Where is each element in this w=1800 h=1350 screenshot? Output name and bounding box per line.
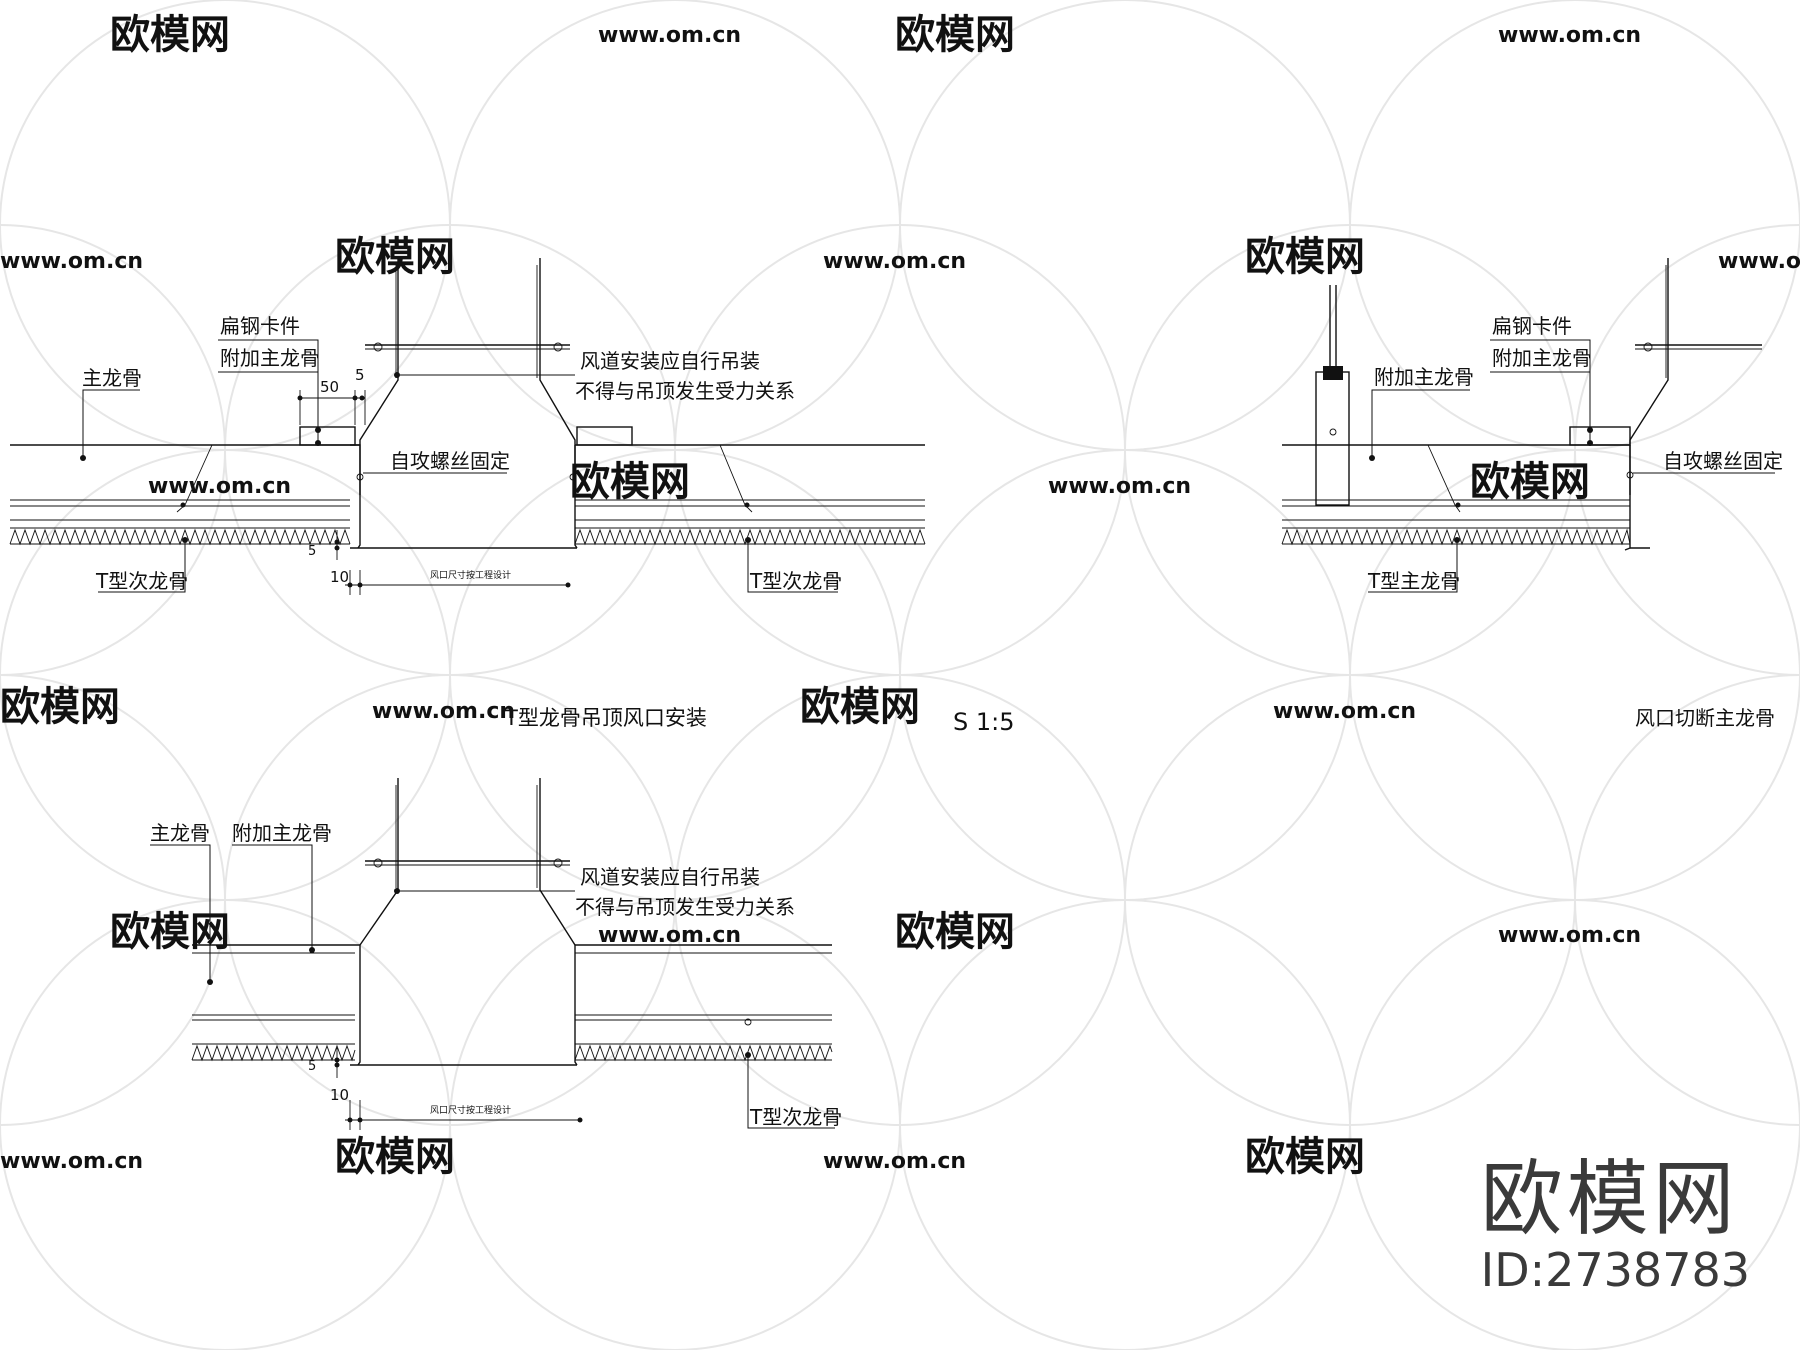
watermark-logo-text: 欧模网: [335, 1134, 455, 1180]
dim-10-d3: 10: [330, 1086, 349, 1104]
watermark-site-text: www.om.cn: [823, 249, 966, 274]
label-t-secondary-keel-d3: T型次龙骨: [749, 1105, 842, 1129]
label-t-secondary-keel-right: T型次龙骨: [749, 569, 842, 593]
watermark-logo-text: 欧模网: [895, 12, 1015, 58]
watermark-site-text: www.om.cn: [0, 1149, 143, 1174]
watermark-logo-text: 欧模网: [335, 234, 455, 280]
watermark-logo-text: 欧模网: [110, 909, 230, 955]
label-flat-steel-clip-d2: 扁钢卡件: [1492, 314, 1572, 338]
watermark-logo-text: 欧模网: [895, 909, 1015, 955]
dim-5-bottom: 5: [308, 544, 316, 559]
watermark-site-text: www.om.cn: [1498, 23, 1641, 48]
label-duct-note-2: 不得与吊顶发生受力关系: [575, 379, 795, 403]
dim-10: 10: [330, 568, 349, 586]
label-t-main-keel: T型主龙骨: [1367, 569, 1460, 593]
label-main-keel: 主龙骨: [82, 366, 142, 390]
title-scale: S 1:5: [953, 708, 1015, 736]
label-vent-size-note: 风口尺寸按工程设计: [430, 569, 511, 581]
label-vent-size-note-d3: 风口尺寸按工程设计: [430, 1104, 511, 1116]
watermark-site-text: www.om.cn: [0, 249, 143, 274]
watermark-site-text: www.om.cn: [598, 23, 741, 48]
label-duct-note-1-d3: 风道安装应自行吊装: [580, 865, 760, 889]
watermark-logo-text: 欧模网: [110, 12, 230, 58]
detail-vent-bottom: 主龙骨 附加主龙骨 风道安装应自行吊装 不得与吊顶发生受力关系 T型次龙骨 5 …: [150, 778, 842, 1130]
watermark-logo-text: 欧模网: [800, 684, 920, 730]
watermark-logo-text: 欧模网: [1245, 1134, 1365, 1180]
label-duct-note-1: 风道安装应自行吊装: [580, 349, 760, 373]
insulation-zigzag-d3-left: [191, 1044, 356, 1062]
label-duct-note-2-d3: 不得与吊顶发生受力关系: [575, 895, 795, 919]
watermark-site-text: www.om.cn: [1718, 249, 1800, 274]
watermark-logo-text: 欧模网: [570, 459, 690, 505]
dim-5-top: 5: [355, 366, 365, 384]
label-self-tapping-screw-d2: 自攻螺丝固定: [1663, 449, 1783, 473]
insulation-zigzag-right: [574, 528, 926, 546]
label-t-secondary-keel-left: T型次龙骨: [95, 569, 188, 593]
watermark-site-text: www.om.cn: [823, 1149, 966, 1174]
dim-50: 50: [320, 378, 339, 396]
label-additional-main-keel: 附加主龙骨: [220, 346, 320, 370]
insulation-zigzag-detail-2: [1281, 528, 1631, 546]
label-additional-main-keel-d3: 附加主龙骨: [232, 821, 332, 845]
watermark-logo-text: 欧模网: [1245, 234, 1365, 280]
watermark-logo-text: 欧模网: [0, 684, 120, 730]
label-self-tapping-screw: 自攻螺丝固定: [390, 449, 510, 473]
insulation-zigzag-left: [9, 528, 351, 546]
label-additional-main-keel-d2a: 附加主龙骨: [1374, 365, 1474, 389]
watermark-logo-text: 欧模网: [1470, 459, 1590, 505]
insulation-zigzag-d3-right: [574, 1044, 833, 1062]
brand-name: 欧模网: [1480, 1152, 1739, 1247]
watermark-site-text: www.om.cn: [1498, 923, 1641, 948]
watermark-site-text: www.om.cn: [1273, 699, 1416, 724]
title-detail-2: 风口切断主龙骨: [1635, 706, 1775, 730]
brand-id: ID:2738783: [1480, 1243, 1750, 1297]
brand-mark: 欧模网 ID:2738783: [1480, 1152, 1750, 1297]
watermark-logos: 欧模网欧模网欧模网欧模网欧模网欧模网欧模网欧模网欧模网欧模网欧模网欧模网www.…: [0, 12, 1800, 1180]
detail-vent-install: 主龙骨 扁钢卡件 附加主龙骨 50 5 风道安装应自行吊装 不得与吊顶发生受力关…: [9, 258, 1015, 736]
dim-5-d3: 5: [308, 1059, 316, 1074]
watermark-site-text: www.om.cn: [148, 474, 291, 499]
label-additional-main-keel-d2b: 附加主龙骨: [1492, 346, 1592, 370]
watermark-site-text: www.om.cn: [598, 923, 741, 948]
label-main-keel-d3: 主龙骨: [150, 821, 210, 845]
watermark-site-text: www.om.cn: [372, 699, 515, 724]
detail-vent-cut-main-keel: 附加主龙骨 扁钢卡件 附加主龙骨 自攻螺丝固定 T型主龙骨 风口切断主龙骨: [1281, 258, 1783, 730]
label-flat-steel-clip: 扁钢卡件: [220, 314, 300, 338]
watermark-site-text: www.om.cn: [1048, 474, 1191, 499]
title-detail-1: T型龙骨吊顶风口安装: [504, 706, 707, 730]
